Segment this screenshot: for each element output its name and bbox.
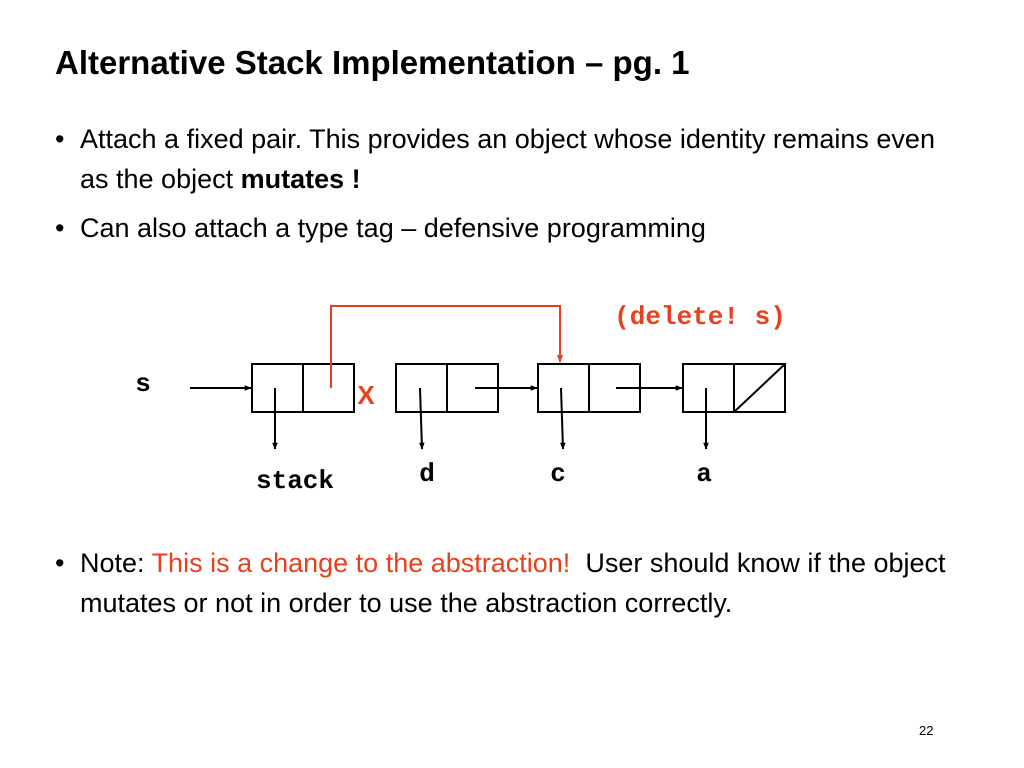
delete-reroute-arrow xyxy=(330,305,564,388)
bullet-fixed-pair: • Attach a fixed pair. This provides an … xyxy=(55,119,955,199)
car-arrow-d xyxy=(418,387,425,450)
bullet-text-main: Attach a fixed pair. This provides an ob… xyxy=(80,124,935,194)
bullet-marker: • xyxy=(55,213,65,243)
bullet-marker: • xyxy=(55,124,65,154)
bullet-text: Note: This is a change to the abstractio… xyxy=(80,543,955,623)
note-rest: User should know if the object mutates o… xyxy=(80,548,954,618)
operation-label: (delete! s) xyxy=(614,302,786,332)
car-arrow-c xyxy=(559,387,566,450)
bullet-marker: • xyxy=(55,548,65,578)
page-number: 22 xyxy=(919,723,934,738)
pair-box-header xyxy=(251,363,355,413)
note-prefix: Note: xyxy=(80,548,152,578)
label-a: a xyxy=(696,459,712,489)
label-stack: stack xyxy=(256,466,334,496)
bullet-type-tag: • Can also attach a type tag – defensive… xyxy=(55,208,955,248)
null-slash xyxy=(733,363,786,413)
slide-title: Alternative Stack Implementation – pg. 1 xyxy=(55,44,690,81)
pair-box-a xyxy=(682,363,786,413)
variable-label-s: s xyxy=(135,369,151,399)
note-highlight: This is a change to the abstraction! xyxy=(151,548,571,578)
cut-mark-x: X xyxy=(357,380,375,410)
bullet-text: Attach a fixed pair. This provides an ob… xyxy=(80,119,955,199)
bullet-note: • Note: This is a change to the abstract… xyxy=(55,543,955,623)
bullet-text: Can also attach a type tag – defensive p… xyxy=(80,213,706,243)
label-c: c xyxy=(550,459,566,489)
label-d: d xyxy=(419,459,435,489)
bullet-emphasis: mutates ! xyxy=(240,164,361,194)
